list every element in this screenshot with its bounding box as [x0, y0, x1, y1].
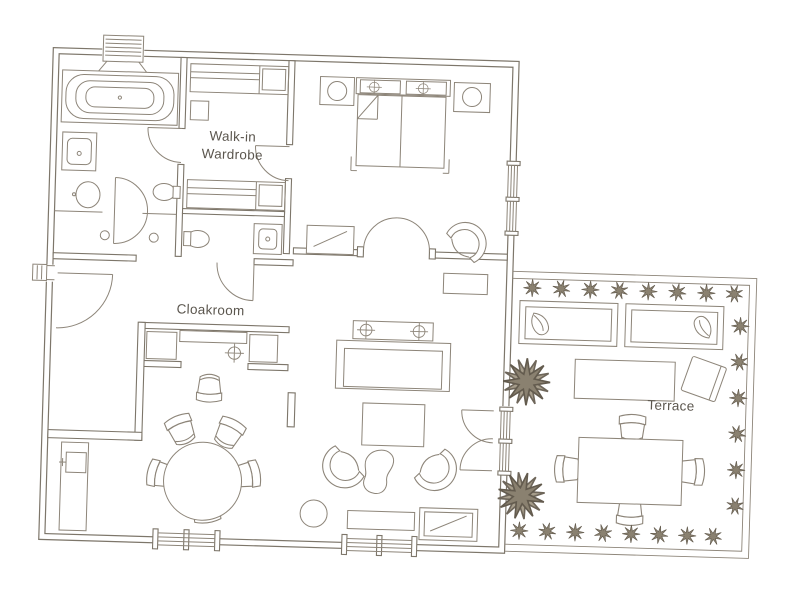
door-jamb-right	[428, 248, 437, 260]
terrace-dining-set	[553, 413, 706, 527]
windows-and-openings	[31, 34, 521, 558]
terrace-boundary-outer	[504, 270, 758, 559]
sideboard	[346, 510, 416, 532]
wall-bath-cloakroom	[52, 252, 137, 262]
wardrobe-stool	[189, 100, 210, 121]
wardrobe-door	[255, 145, 290, 182]
room-label-walk-in-wardrobe-line1: Walk-in	[209, 128, 256, 144]
bedroom-window	[504, 160, 521, 237]
closet-top	[189, 63, 290, 96]
walk-in-wardrobe: Walk-in Wardrobe	[186, 63, 290, 212]
sun-lounger-right	[624, 303, 725, 351]
dining-table	[163, 441, 243, 521]
side-table	[299, 499, 328, 528]
wc-room	[183, 223, 283, 302]
kidney-coffee-table	[363, 449, 395, 494]
terrace-low-table	[573, 358, 676, 402]
bedroom	[305, 76, 496, 296]
niche-shelf	[179, 329, 248, 344]
armchair-left	[312, 441, 369, 498]
niche-light	[224, 342, 245, 364]
bathtub-niche	[60, 69, 180, 126]
bath-partition	[54, 210, 177, 215]
living-window-left	[151, 528, 221, 552]
sun-lounger-left	[518, 300, 619, 347]
sofa	[334, 320, 452, 393]
vanity-basin	[61, 131, 98, 172]
niche-cabinet-right	[248, 334, 279, 363]
bed-foot-brackets	[350, 156, 450, 174]
top-window	[98, 34, 148, 73]
shower-door	[99, 177, 159, 244]
dining-set	[144, 410, 263, 526]
bathroom	[54, 69, 183, 244]
bathtub	[65, 74, 175, 122]
bath-wardrobe-door	[147, 126, 183, 163]
dressing-niche	[145, 329, 279, 364]
sheet-fold	[356, 94, 379, 120]
luggage-bench	[305, 224, 355, 256]
room-label-cloakroom: Cloakroom	[176, 301, 244, 318]
terrace-lounge-chair	[680, 356, 727, 403]
living-window-right	[340, 533, 418, 558]
nightstand-left	[319, 76, 356, 107]
door-jamb-left	[356, 246, 365, 258]
bedroom-double-door	[362, 217, 430, 252]
pillow-left	[359, 79, 402, 95]
toilet-wc	[183, 229, 210, 248]
nightstand-right	[453, 82, 491, 114]
wall-stub-living	[286, 392, 296, 428]
pillow-right	[405, 80, 447, 96]
wall-bath-wardrobe-upper	[178, 56, 188, 130]
wc-basin	[252, 223, 283, 255]
wall-hall-horizontal	[47, 429, 143, 441]
cloakroom: Cloakroom	[56, 272, 279, 404]
wall-bedroom-living-right	[430, 251, 508, 261]
terrace-door-window	[497, 406, 514, 476]
terrace-dining-table	[576, 436, 684, 506]
entrance-threshold	[31, 263, 48, 282]
cloakroom-stool	[195, 373, 223, 404]
wall-cloakroom-niche-bottom-right	[247, 362, 289, 372]
bed	[350, 77, 452, 174]
sofa-console	[352, 320, 434, 342]
rug	[361, 402, 426, 448]
wall-hall-vertical	[134, 321, 146, 441]
tall-cabinet	[58, 441, 90, 532]
toilet-left	[71, 181, 101, 209]
terrace: Terrace	[482, 270, 758, 559]
tv-cabinet	[418, 507, 479, 542]
wall-wardrobe-bedroom-upper	[285, 60, 296, 146]
large-plant	[483, 458, 559, 534]
room-label-walk-in-wardrobe-line2: Wardrobe	[201, 146, 263, 163]
wall-wardrobe-wc	[181, 207, 286, 218]
closet-bottom	[186, 179, 286, 212]
french-doors	[459, 409, 494, 472]
armchair-right	[409, 444, 467, 501]
living-room	[58, 320, 494, 542]
bedroom-bench	[442, 272, 489, 296]
room-label-terrace: Terrace	[647, 397, 695, 413]
toilet-right	[152, 182, 181, 201]
terrace-boundary-inner	[504, 277, 751, 552]
entrance-door	[56, 272, 114, 329]
niche-cabinet-left	[145, 330, 178, 360]
wc-door	[216, 262, 255, 302]
wall-wc-cloakroom	[253, 258, 294, 267]
